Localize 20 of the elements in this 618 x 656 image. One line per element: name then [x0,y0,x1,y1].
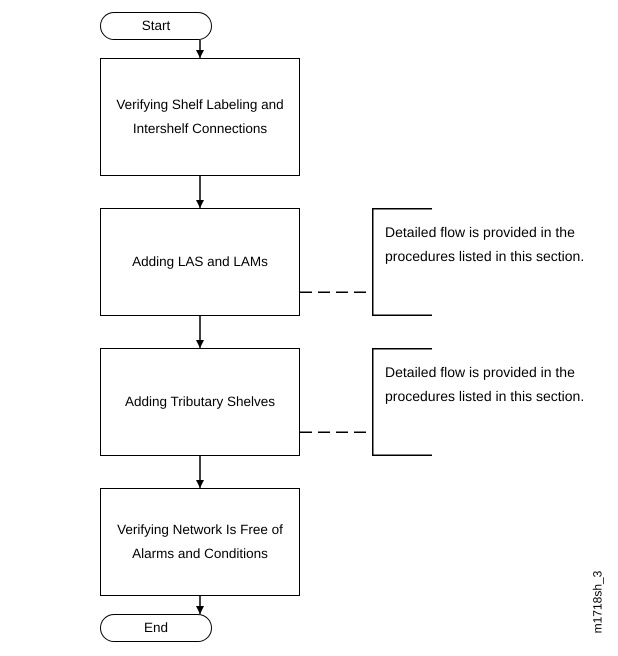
terminator-label: End [144,619,168,637]
process-box [100,488,300,596]
arrow [196,456,204,488]
arrow [196,40,204,58]
figure-id: m1718sh_3 [590,570,604,634]
process-label: Verifying Network Is Free of Alarms and Conditions [116,521,284,563]
process-label: Verifying Shelf Labeling and Intershelf Connections [115,96,285,138]
annotation-text: Detailed flow is provided in the procedures listed in this section. [385,223,585,266]
process-box [100,348,300,456]
arrow [196,316,204,348]
terminator-shape [100,614,212,642]
process-box [100,208,300,316]
terminator-shape [100,12,212,40]
process-label: Adding Tributary Shelves [124,393,276,411]
process-box [100,58,300,176]
terminator-label: Start [142,17,170,35]
arrow [196,596,204,614]
annotation-text: Detailed flow is provided in the procedures listed in this section. [385,363,585,406]
process-label: Adding LAS and LAMs [132,253,268,271]
arrow [196,176,204,208]
